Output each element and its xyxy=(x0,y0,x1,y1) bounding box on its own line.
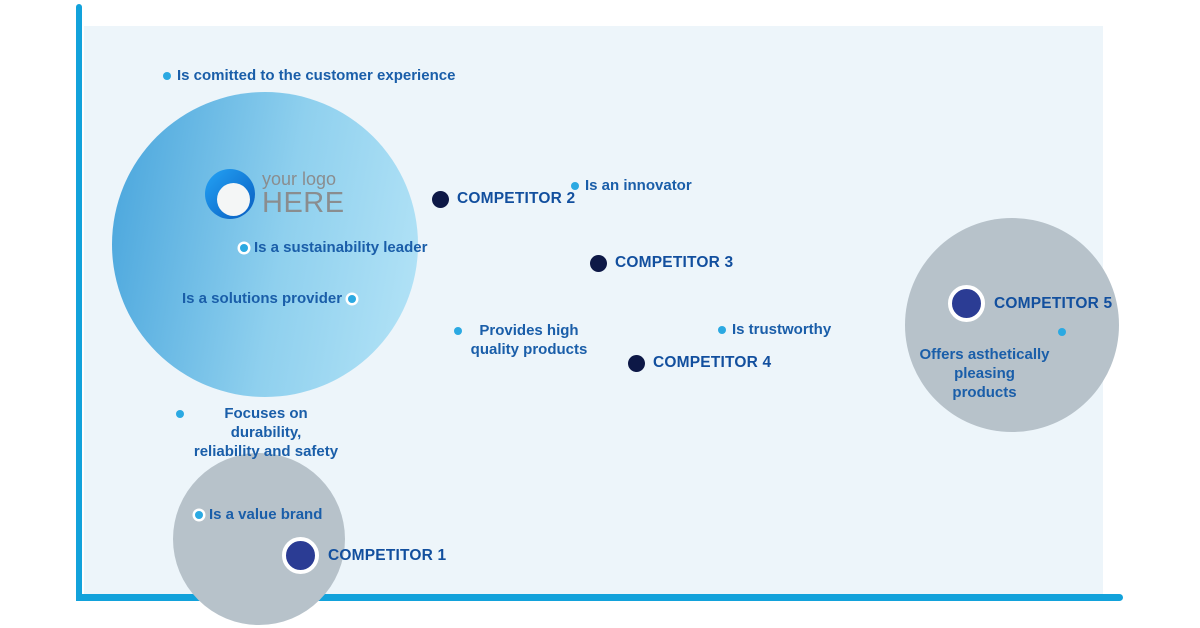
competitor-3-marker: COMPETITOR 3 xyxy=(590,254,733,272)
attribute-quality-products: Provides high quality products xyxy=(454,321,590,359)
attribute-label: Is a value brand xyxy=(209,506,323,523)
attribute-label: Is an innovator xyxy=(585,177,692,194)
bullet-dot-icon xyxy=(571,181,579,190)
logo-text: your logo HERE xyxy=(262,169,345,219)
competitor-4-marker: COMPETITOR 4 xyxy=(628,354,771,372)
attribute-label: Is comitted to the customer experience xyxy=(177,67,456,84)
bullet-dot-icon xyxy=(718,325,726,334)
competitor-label: COMPETITOR 4 xyxy=(653,354,772,371)
bullet-dot-icon xyxy=(348,294,357,303)
bullet-dot-icon xyxy=(176,410,184,418)
attribute-value-brand: Is a value brand xyxy=(195,505,322,524)
competitor-dot-icon xyxy=(432,190,449,208)
y-axis-line xyxy=(76,4,82,601)
attribute-label: Offers asthetically pleasing products xyxy=(919,346,1050,401)
logo-circle-white xyxy=(217,183,250,216)
competitor-2-marker: COMPETITOR 2 xyxy=(432,190,575,208)
competitor-dot-icon xyxy=(282,537,319,574)
attribute-solutions-provider: Is a solutions provider xyxy=(182,289,357,308)
competitor-label: COMPETITOR 2 xyxy=(457,190,576,207)
competitor-1-bubble xyxy=(173,453,345,625)
competitor-label: COMPETITOR 5 xyxy=(994,294,1113,312)
bullet-dot-icon xyxy=(240,243,248,252)
logo-icon xyxy=(205,169,255,219)
attribute-label: Is a solutions provider xyxy=(182,290,343,307)
logo-text-line1: your logo xyxy=(262,169,337,189)
attribute-trustworthy: Is trustworthy xyxy=(718,320,831,339)
competitor-label: COMPETITOR 1 xyxy=(328,546,447,564)
attribute-aesthetic-products: Offers asthetically pleasing products xyxy=(887,345,1082,402)
competitor-1-marker: COMPETITOR 1 xyxy=(282,537,446,574)
competitor-5-marker: COMPETITOR 5 xyxy=(948,285,1112,322)
your-brand-bubble xyxy=(112,92,418,397)
bullet-dot-icon xyxy=(454,327,462,335)
competitor-dot-icon xyxy=(948,285,985,322)
attribute-label: Focuses on durability, reliability and s… xyxy=(193,405,339,460)
logo-text-line2: HERE xyxy=(262,187,345,219)
x-axis-line xyxy=(76,594,1123,601)
bullet-dot-icon xyxy=(1058,328,1066,336)
attribute-label: Provides high quality products xyxy=(470,322,588,358)
bullet-dot-icon xyxy=(163,71,171,80)
competitor-label: COMPETITOR 3 xyxy=(615,254,734,271)
attribute-sustainability-leader: Is a sustainability leader xyxy=(240,238,427,257)
competitor-dot-icon xyxy=(590,254,607,272)
bullet-dot-icon xyxy=(195,510,203,519)
brand-logo: your logo HERE xyxy=(205,169,345,219)
attribute-durability-safety: Focuses on durability, reliability and s… xyxy=(176,404,342,461)
attribute-customer-experience: Is comitted to the customer experience xyxy=(163,66,455,85)
attribute-label: Is trustworthy xyxy=(732,321,832,338)
attribute-label: Is a sustainability leader xyxy=(254,239,428,256)
attribute-innovator: Is an innovator xyxy=(571,176,692,195)
competitor-5-bubble xyxy=(905,218,1119,432)
competitor-dot-icon xyxy=(628,354,645,372)
